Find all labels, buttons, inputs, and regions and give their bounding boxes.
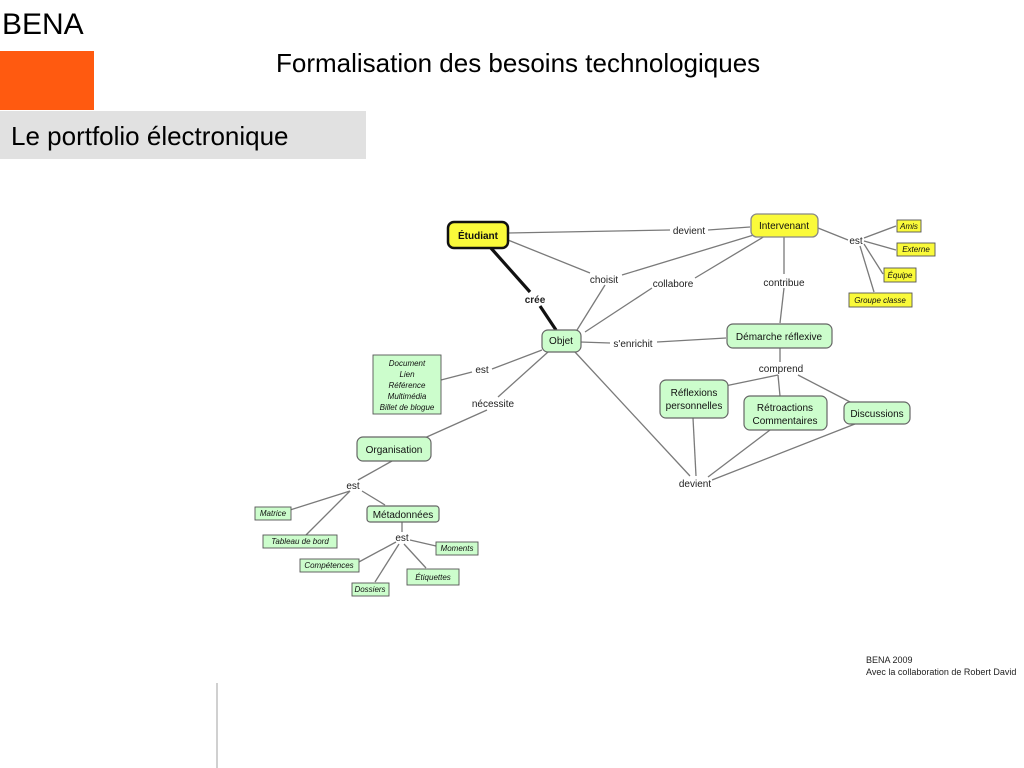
node-retroactions-commentaires: Rétroactions Commentaires	[743, 395, 828, 431]
node-document-label: Document	[389, 359, 426, 368]
node-equipe: Équipe	[883, 267, 917, 283]
node-demarche-label: Démarche réflexive	[736, 332, 823, 343]
node-tableau-de-bord: Tableau de bord	[262, 534, 338, 549]
link-label-devient-top: devient	[673, 226, 705, 237]
node-moments-label: Moments	[441, 544, 474, 553]
node-metadonnees-label: Métadonnées	[373, 510, 434, 521]
node-amis: Amis	[896, 219, 922, 233]
node-matrice: Matrice	[254, 506, 292, 521]
cree-link	[488, 245, 558, 331]
node-dossiers-label: Dossiers	[354, 585, 385, 594]
node-organisation: Organisation	[356, 436, 432, 462]
node-objet: Objet	[541, 329, 582, 353]
vertical-divider	[216, 683, 218, 768]
node-retroactions-label-2: Commentaires	[752, 416, 817, 427]
link-label-cree: crée	[525, 295, 546, 306]
node-discussions: Discussions	[843, 401, 911, 425]
credit-line-2: Avec la collaboration de Robert David	[866, 667, 1017, 677]
node-intervenant-label: Intervenant	[759, 221, 809, 232]
brand-name: BENA	[2, 8, 84, 41]
credit-block: BENA 2009 Avec la collaboration de Rober…	[866, 654, 1016, 678]
node-etudiant: Étudiant	[446, 220, 510, 250]
link-label-est-organisation: est	[346, 481, 360, 492]
page-title: Formalisation des besoins technologiques	[276, 48, 761, 78]
node-moments: Moments	[435, 541, 479, 556]
node-lien-label: Lien	[399, 370, 415, 379]
connector-lines	[289, 225, 897, 583]
node-externe: Externe	[896, 242, 936, 257]
link-label-necessite: nécessite	[472, 399, 515, 410]
node-multimedia-label: Multimédia	[388, 392, 427, 401]
node-reference-label: Référence	[389, 381, 426, 390]
node-organisation-label: Organisation	[366, 445, 423, 456]
node-discussions-label: Discussions	[850, 409, 903, 420]
node-externe-label: Externe	[902, 245, 930, 254]
link-label-est-objet: est	[475, 365, 489, 376]
node-metadonnees: Métadonnées	[366, 505, 440, 523]
node-groupe-classe: Groupe classe	[848, 292, 913, 308]
section-subtitle: Le portfolio électronique	[11, 121, 289, 151]
link-label-choisit: choisit	[590, 275, 619, 286]
credit-line-1: BENA 2009	[866, 655, 913, 665]
link-label-devient-bottom: devient	[679, 479, 711, 490]
node-intervenant: Intervenant	[750, 213, 819, 238]
node-tableau-label: Tableau de bord	[271, 537, 329, 546]
node-groupe-classe-label: Groupe classe	[854, 296, 906, 305]
node-objet-label: Objet	[549, 336, 573, 347]
link-label-comprend: comprend	[759, 364, 803, 375]
brand-color-block	[0, 51, 94, 110]
node-etiquettes-label: Étiquettes	[415, 573, 451, 582]
node-retroactions-label-1: Rétroactions	[757, 403, 813, 414]
node-demarche-reflexive: Démarche réflexive	[726, 323, 833, 349]
section-subtitle-box: Le portfolio électronique	[0, 111, 366, 159]
node-billet-label: Billet de blogue	[380, 403, 435, 412]
node-amis-label: Amis	[899, 222, 918, 231]
node-competences-label: Compétences	[304, 561, 353, 570]
node-dossiers: Dossiers	[351, 582, 390, 597]
node-reflexions-personnelles: Réflexions personnelles	[659, 379, 729, 419]
link-label-est-intervenant: est	[849, 236, 863, 247]
node-document-list: Document Lien Référence Multimédia Bille…	[372, 354, 442, 415]
node-reflexions-label-1: Réflexions	[671, 388, 718, 399]
node-equipe-label: Équipe	[888, 271, 913, 280]
node-matrice-label: Matrice	[260, 509, 287, 518]
node-competences: Compétences	[299, 558, 360, 573]
link-label-contribue: contribue	[763, 278, 805, 289]
node-reflexions-label-2: personnelles	[666, 401, 723, 412]
link-label-est-metadonnees: est	[395, 533, 409, 544]
link-label-collabore: collabore	[653, 279, 694, 290]
node-etudiant-label: Étudiant	[458, 229, 499, 242]
link-label-senrichit: s'enrichit	[613, 339, 652, 350]
node-etiquettes: Étiquettes	[406, 568, 460, 586]
